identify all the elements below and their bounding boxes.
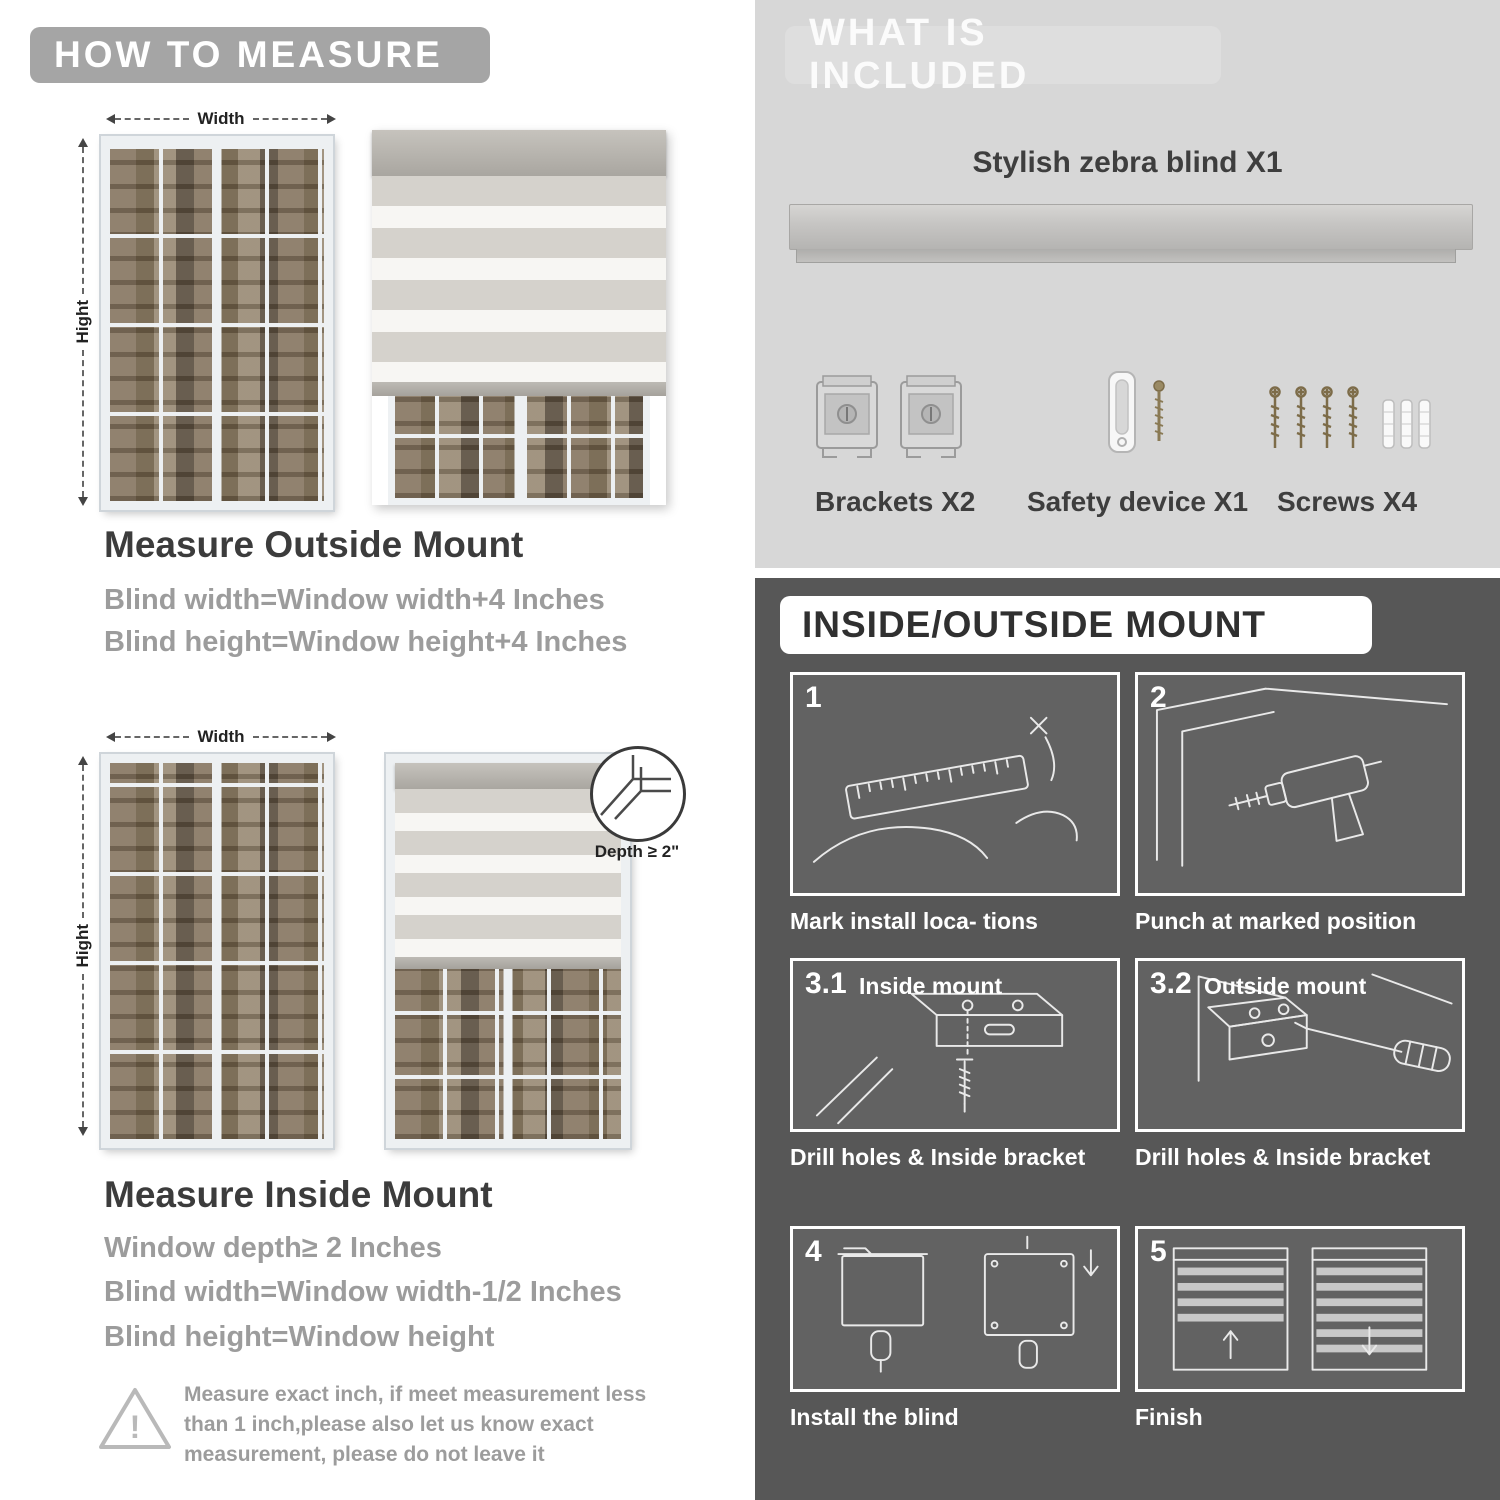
- outside-mount-heading: Measure Outside Mount: [104, 524, 524, 565]
- mount-title: INSIDE/OUTSIDE MOUNT: [802, 604, 1267, 645]
- depth-label: Depth ≥ 2": [594, 842, 680, 861]
- height-measure: Hight: [73, 756, 92, 1136]
- product-label: Stylish zebra blind X1: [972, 146, 1283, 179]
- dashed-line: [115, 118, 190, 120]
- step-tag: Inside mount: [859, 973, 1003, 999]
- arrow-left-icon: [106, 114, 115, 124]
- arrow-right-icon: [327, 732, 336, 742]
- step-tag: Outside mount: [1204, 973, 1367, 999]
- dashed-line: [115, 736, 190, 738]
- step-panel-1: 1: [790, 672, 1120, 896]
- outside-mount-line: Blind width=Window width+4 Inches: [104, 584, 605, 616]
- what-is-included-section: WHAT IS INCLUDED Stylish zebra blind X1: [755, 0, 1500, 568]
- dashed-line: [252, 118, 327, 120]
- step-panel-3-2: 3.2 Outside mount: [1135, 958, 1465, 1132]
- step-1-mark-illustration: [812, 716, 1078, 863]
- dashed-line: [82, 349, 84, 497]
- window-photo: [101, 136, 333, 510]
- how-to-measure-banner: HOW TO MEASURE: [30, 27, 490, 83]
- step-number: 5: [1150, 1235, 1167, 1268]
- zebra-blind-outside-illustration: [372, 130, 666, 505]
- height-label: Hight: [73, 924, 92, 968]
- step-panel-2: 2: [1135, 672, 1465, 896]
- arrow-right-icon: [327, 114, 336, 124]
- step-number: 2: [1150, 681, 1167, 714]
- step-4-install-illustration: [837, 1235, 1099, 1373]
- zebra-blind-headrail-image: [789, 204, 1473, 263]
- screws-label: Screws X4: [1277, 486, 1418, 517]
- arrow-up-icon: [78, 756, 88, 765]
- blind-stripes: [372, 176, 666, 382]
- mount-banner: INSIDE/OUTSIDE MOUNT: [780, 596, 1372, 654]
- step-number: 3.2: [1150, 967, 1192, 1000]
- arrow-down-icon: [78, 497, 88, 506]
- window-photo: [101, 754, 333, 1148]
- width-label: Width: [197, 109, 245, 128]
- step-5-finish-illustration: [1172, 1247, 1428, 1371]
- step-number: 1: [805, 681, 822, 714]
- step-panel-5: 5: [1135, 1226, 1465, 1392]
- step-caption: Punch at marked position: [1135, 908, 1417, 934]
- window-sliver: [388, 396, 650, 505]
- step-caption: Drill holes & Inside bracket: [1135, 1144, 1431, 1170]
- dashed-line: [82, 973, 84, 1127]
- safety-device-image: [1108, 371, 1165, 453]
- arrow-left-icon: [106, 732, 115, 742]
- step-caption: Finish: [1135, 1404, 1203, 1430]
- blind-bottom-bar: [372, 382, 666, 396]
- arrow-up-icon: [78, 138, 88, 147]
- warning-icon: !: [99, 1388, 171, 1449]
- inside-mount-line: Window depth≥ 2 Inches: [104, 1232, 442, 1264]
- blind-bottom-bar: [395, 957, 621, 969]
- dashed-line: [82, 765, 84, 919]
- step-3-1-inside-bracket-illustration: [815, 992, 1064, 1125]
- brackets-image: [816, 375, 962, 458]
- width-label: Width: [197, 727, 245, 746]
- blind-headrail: [395, 763, 621, 789]
- screws-image: [1269, 386, 1431, 449]
- inside-mount-heading: Measure Inside Mount: [104, 1174, 493, 1215]
- dashed-line: [252, 736, 327, 738]
- safety-device-label: Safety device X1: [1027, 486, 1249, 517]
- how-to-measure-title: HOW TO MEASURE: [54, 34, 443, 75]
- step-number: 3.1: [805, 967, 847, 1000]
- height-measure: Hight: [73, 138, 92, 506]
- step-3-2-outside-bracket-illustration: [1197, 973, 1453, 1082]
- arrow-down-icon: [78, 1127, 88, 1136]
- width-measure: Width: [106, 727, 336, 746]
- brackets-label: Brackets X2: [815, 486, 976, 517]
- step-panel-3-1: 3.1 Inside mount: [790, 958, 1120, 1132]
- blind-stripes: [395, 789, 621, 957]
- svg-text:!: !: [130, 1409, 141, 1445]
- step-panel-4: 4: [790, 1226, 1120, 1392]
- what-is-included-title: WHAT IS INCLUDED: [809, 12, 1030, 97]
- depth-callout-circle: [590, 746, 686, 842]
- blind-headrail: [372, 130, 666, 176]
- window-corner-icon: [600, 755, 671, 820]
- width-measure: Width: [106, 109, 336, 128]
- open-window-area: [395, 969, 621, 1139]
- height-label: Hight: [73, 300, 92, 344]
- step-caption: Install the blind: [790, 1404, 959, 1430]
- step-number: 4: [805, 1235, 822, 1268]
- measurement-note: Measure exact inch, if meet measurement …: [184, 1383, 647, 1466]
- step-caption: Drill holes & Inside bracket: [790, 1144, 1086, 1170]
- step-caption: Mark install loca- tions: [790, 908, 1038, 934]
- step-2-drill-illustration: [1155, 687, 1448, 867]
- inside-mount-line: Blind width=Window width-1/2 Inches: [104, 1276, 622, 1308]
- zebra-blind-inside-illustration: [386, 754, 630, 1148]
- inside-outside-mount-section: INSIDE/OUTSIDE MOUNT 1 2: [755, 578, 1500, 1500]
- dashed-line: [82, 147, 84, 295]
- outside-mount-line: Blind height=Window height+4 Inches: [104, 626, 628, 658]
- inside-mount-line: Blind height=Window height: [104, 1321, 495, 1353]
- what-is-included-banner: WHAT IS INCLUDED: [785, 12, 1221, 97]
